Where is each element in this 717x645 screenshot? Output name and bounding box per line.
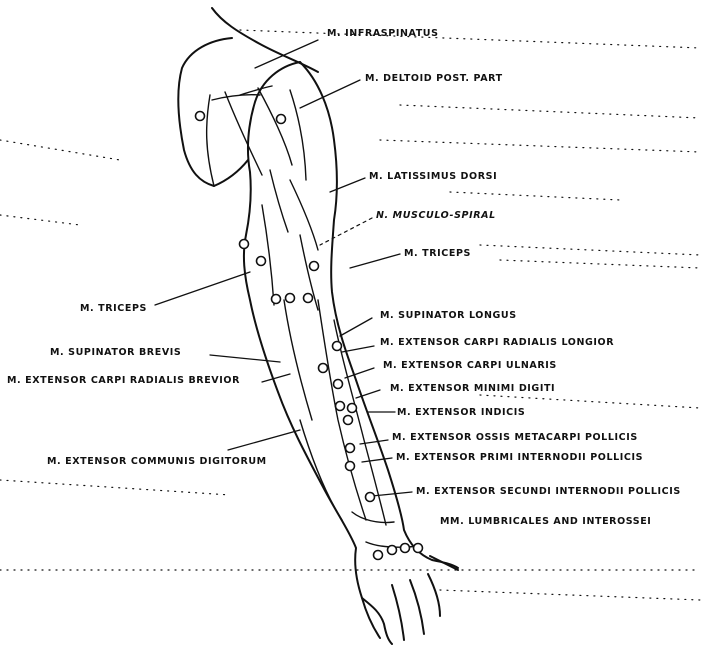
label-latissimus-dorsi: M. LATISSIMUS DORSI: [369, 171, 497, 182]
label-ext-carpi-rad-brevior: M. EXTENSOR CARPI RADIALIS BREVIOR: [7, 375, 240, 386]
label-ext-minimi-digiti: M. EXTENSOR MINIMI DIGITI: [390, 383, 555, 394]
label-musculo-spiral: N. MUSCULO-SPIRAL: [376, 210, 496, 221]
label-supinator-longus: M. SUPINATOR LONGUS: [380, 310, 517, 321]
label-supinator-brevis: M. SUPINATOR BREVIS: [50, 347, 181, 358]
scan-noise: [0, 30, 700, 600]
label-ext-carpi-rad-longior: M. EXTENSOR CARPI RADIALIS LONGIOR: [380, 337, 614, 348]
label-deltoid-post-part: M. DELTOID POST. PART: [365, 73, 503, 84]
label-ext-carpi-ulnaris: M. EXTENSOR CARPI ULNARIS: [383, 360, 557, 371]
label-lumbricales: MM. LUMBRICALES AND INTEROSSEI: [440, 516, 651, 527]
label-ext-ossis-metacarpi: M. EXTENSOR OSSIS METACARPI POLLICIS: [392, 432, 638, 443]
label-triceps-right: M. TRICEPS: [404, 248, 471, 259]
label-ext-secundi-internodii: M. EXTENSOR SECUNDI INTERNODII POLLICIS: [416, 486, 681, 497]
label-triceps-left: M. TRICEPS: [80, 303, 147, 314]
label-ext-indicis: M. EXTENSOR INDICIS: [397, 407, 525, 418]
label-infraspinatus: M. INFRASPINATUS: [327, 28, 439, 39]
label-ext-communis: M. EXTENSOR COMMUNIS DIGITORUM: [47, 456, 267, 467]
label-ext-primi-internodii: M. EXTENSOR PRIMI INTERNODII POLLICIS: [396, 452, 643, 463]
